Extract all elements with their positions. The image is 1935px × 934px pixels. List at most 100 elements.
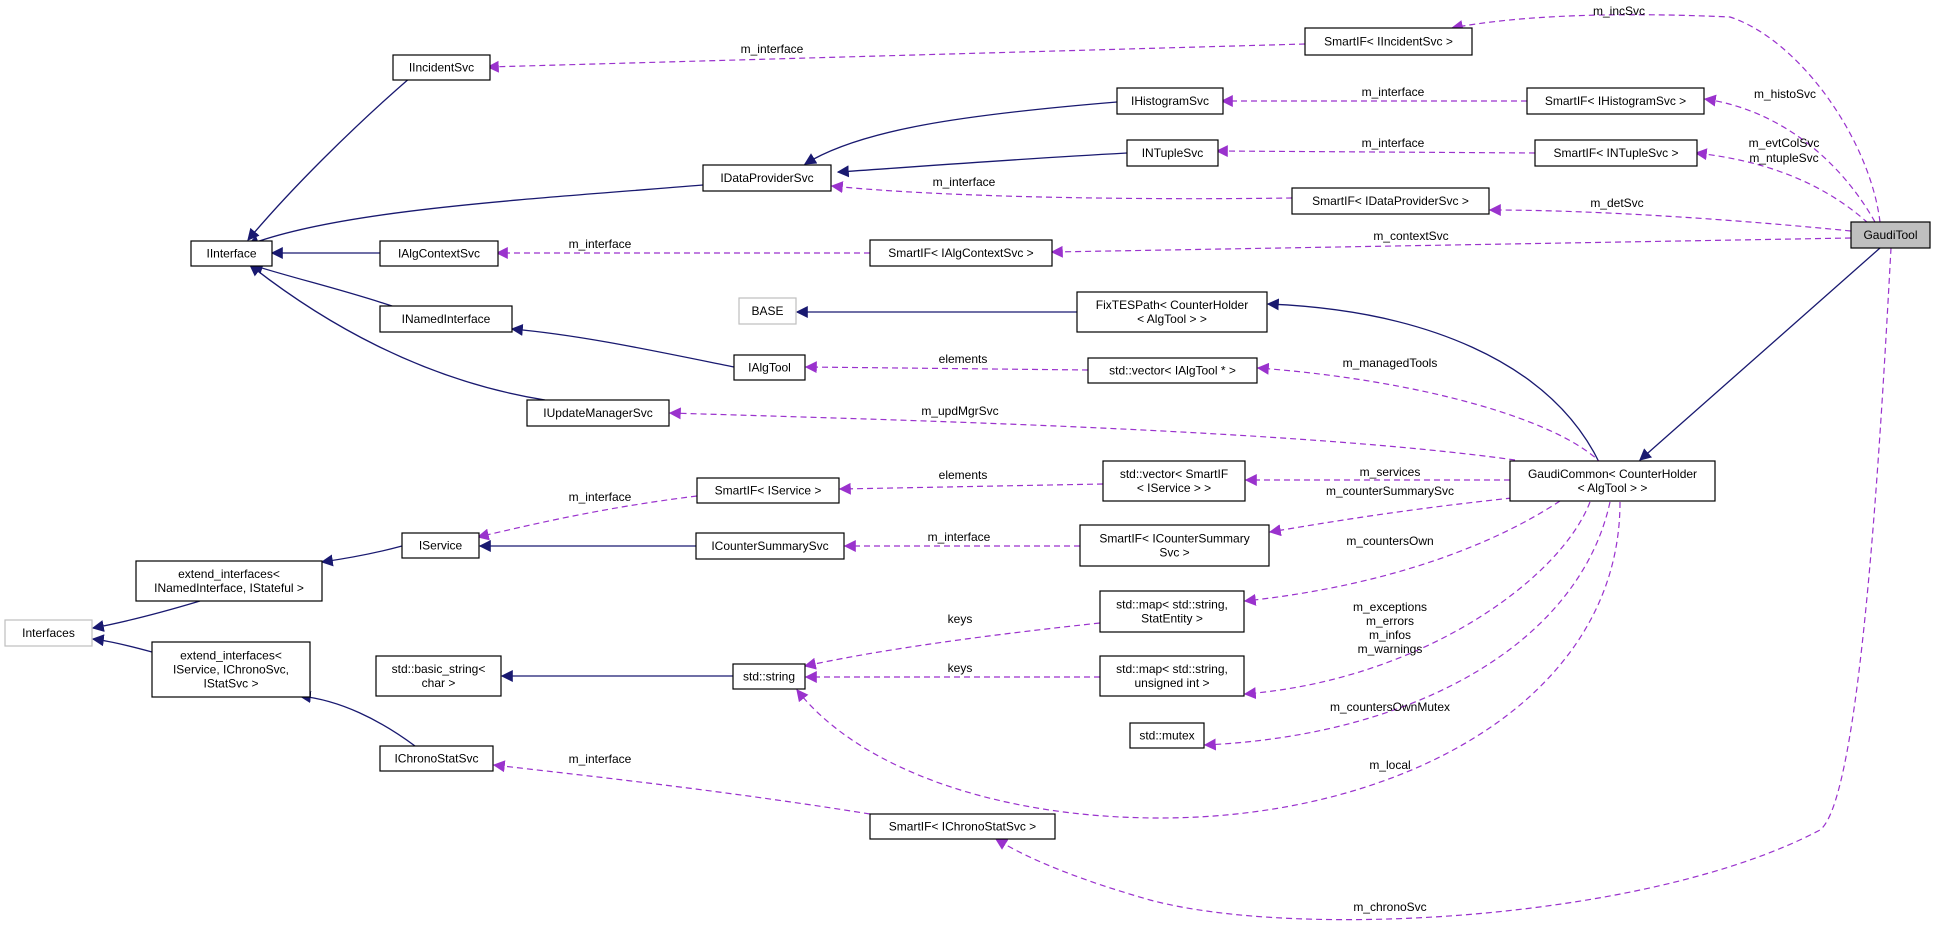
edge-iservice-to-extend-named (320, 545, 403, 567)
node-label-line: IUpdateManagerSvc (543, 406, 652, 420)
edge-gaudicommon-m-countersown (1243, 500, 1561, 606)
node-label-line: < AlgTool > > (1137, 312, 1207, 326)
edge-extend-named-to-interfaces (91, 600, 201, 632)
node-vector-smartif-iservice[interactable]: std::vector< SmartIF< IService > > (1102, 460, 1246, 502)
node-label-line: SmartIF< IChronoStatSvc > (889, 820, 1036, 834)
edge-gaudicommon-m-local (796, 501, 1621, 819)
node-label-line: IChronoStatSvc (394, 752, 478, 766)
node-label-line: IService (419, 539, 463, 553)
edge-iincidentsvc-to-iinterface (247, 76, 412, 241)
edge-gauditool-to-gaudicommon (1639, 247, 1881, 461)
edge-gauditool-m-detsvc (1488, 204, 1852, 232)
node-smartif-ialgcontextsvc[interactable]: SmartIF< IAlgContextSvc > (869, 239, 1053, 267)
node-smartif-ihistogramsvc[interactable]: SmartIF< IHistogramSvc > (1526, 87, 1705, 115)
node-label-line: IInterface (206, 247, 256, 261)
node-iinterface[interactable]: IInterface (190, 240, 273, 267)
node-smartif-intuplesvc[interactable]: SmartIF< INTupleSvc > (1534, 139, 1698, 167)
edge-gauditool-m-ntuplesvc (1694, 148, 1869, 224)
node-label-line: std::mutex (1139, 729, 1194, 743)
node-label-line: IDataProviderSvc (720, 171, 813, 185)
edge-label-m-interface-algcontext: m_interface (569, 237, 632, 251)
node-iincidentsvc[interactable]: IIncidentSvc (392, 54, 491, 81)
edge-label-m-updmgrsvc: m_updMgrSvc (921, 404, 998, 418)
node-label-line: std::string (743, 670, 795, 684)
node-gaudicommon[interactable]: GaudiCommon< CounterHolder< AlgTool > > (1509, 460, 1716, 502)
node-label-line: Svc > (1159, 546, 1189, 560)
node-label-line: IService, IChronoSvc, (173, 663, 289, 677)
edge-label-m-chronosvc: m_chronoSvc (1353, 900, 1426, 914)
nodes-layer: GaudiTool SmartIF< IIncidentSvc > IIncid… (4, 27, 1931, 840)
node-label-line: StatEntity > (1141, 612, 1203, 626)
node-label-line: unsigned int > (1134, 676, 1209, 690)
edge-gauditool-m-chronosvc (994, 247, 1892, 921)
edge-labels-layer: m_incSvc m_interface m_interface m_histo… (569, 4, 1820, 914)
node-fixtespath[interactable]: FixTESPath< CounterHolder< AlgTool > > (1076, 291, 1268, 333)
node-ialgtool[interactable]: IAlgTool (733, 354, 806, 381)
node-inamedinterface[interactable]: INamedInterface (379, 305, 513, 333)
node-icountersummarysvc[interactable]: ICounterSummarySvc (695, 532, 845, 560)
edge-label-m-interface-incident: m_interface (741, 42, 804, 56)
node-vector-ialgtool[interactable]: std::vector< IAlgTool * > (1087, 357, 1258, 384)
node-iupdatemanagersvc[interactable]: IUpdateManagerSvc (526, 399, 670, 427)
edge-vector-smartif-elements (838, 482, 1104, 495)
node-label-line: std::map< std::string, (1116, 598, 1228, 612)
node-label-line: std::vector< SmartIF (1120, 467, 1228, 481)
node-label-line: IStatSvc > (203, 677, 258, 691)
node-smartif-iservice[interactable]: SmartIF< IService > (696, 477, 840, 504)
node-ichronostatsvc[interactable]: IChronoStatSvc (379, 745, 494, 772)
node-label-line: SmartIF< ICounterSummary (1099, 532, 1249, 546)
node-label-line: SmartIF< IDataProviderSvc > (1312, 194, 1469, 208)
edge-label-keys-uint: keys (948, 661, 973, 675)
edge-label-m-ntuplesvc: m_ntupleSvc (1749, 151, 1818, 165)
edge-label-m-countersown: m_countersOwn (1346, 534, 1433, 548)
node-idataprovidersvc[interactable]: IDataProviderSvc (702, 164, 832, 192)
edge-label-m-exceptions: m_exceptions (1353, 600, 1427, 614)
edge-label-m-contextsvc: m_contextSvc (1373, 229, 1448, 243)
node-label-line: SmartIF< IService > (715, 484, 822, 498)
node-label-line: IIncidentSvc (409, 61, 474, 75)
node-extend-interfaces-service-chrono[interactable]: extend_interfaces<IService, IChronoSvc,I… (151, 641, 311, 698)
node-basic-string[interactable]: std::basic_string<char > (375, 655, 502, 697)
node-smartif-iincidentsvc[interactable]: SmartIF< IIncidentSvc > (1304, 27, 1473, 56)
node-extend-interfaces-named-stateful[interactable]: extend_interfaces<INamedInterface, IStat… (135, 560, 323, 602)
node-base[interactable]: BASE (738, 297, 797, 325)
node-smartif-idataprovidersvc[interactable]: SmartIF< IDataProviderSvc > (1291, 187, 1490, 215)
edge-extend-chrono-to-interfaces (91, 634, 153, 653)
edge-label-m-countersummarysvc: m_counterSummarySvc (1326, 484, 1454, 498)
node-label-line: std::map< std::string, (1116, 662, 1228, 676)
node-label-line: INamedInterface, IStateful > (154, 581, 304, 595)
node-smartif-ichronostatsvc[interactable]: SmartIF< IChronoStatSvc > (869, 813, 1056, 840)
node-std-string[interactable]: std::string (732, 663, 806, 690)
edge-smartif-iservice-m-interface (476, 495, 698, 541)
edge-label-m-interface-ntuple: m_interface (1362, 136, 1425, 150)
edge-ihistogramsvc-to-idataprovidersvc (803, 101, 1118, 165)
node-label-line: INamedInterface (402, 312, 491, 326)
node-intuplesvc[interactable]: INTupleSvc (1126, 139, 1219, 167)
node-map-string-uint[interactable]: std::map< std::string,unsigned int > (1099, 655, 1245, 697)
edge-gauditool-m-contextsvc (1050, 237, 1852, 258)
node-label-line: extend_interfaces< (178, 567, 280, 581)
edge-label-m-infos: m_infos (1369, 628, 1411, 642)
node-gauditool[interactable]: GaudiTool (1850, 221, 1931, 249)
edges-layer (91, 14, 1892, 921)
edge-label-m-interface-dataprovider: m_interface (933, 175, 996, 189)
node-ihistogramsvc[interactable]: IHistogramSvc (1116, 87, 1224, 115)
node-smartif-icountersummarysvc[interactable]: SmartIF< ICounterSummarySvc > (1079, 524, 1270, 567)
node-ialgcontextsvc[interactable]: IAlgContextSvc (379, 240, 499, 267)
node-label-line: INTupleSvc (1142, 146, 1204, 160)
node-label-line: < IService > > (1137, 481, 1211, 495)
edge-label-m-histosvc: m_histoSvc (1754, 87, 1816, 101)
node-label-line: FixTESPath< CounterHolder (1096, 298, 1248, 312)
node-std-mutex[interactable]: std::mutex (1129, 722, 1205, 749)
edge-inamedinterface-to-iinterface (250, 262, 399, 309)
node-interfaces[interactable]: Interfaces (4, 619, 93, 647)
edge-label-elements-algtool: elements (939, 352, 988, 366)
node-map-string-statentity[interactable]: std::map< std::string,StatEntity > (1099, 590, 1245, 633)
edge-gaudicommon-m-exceptions (1243, 501, 1591, 700)
node-iservice[interactable]: IService (401, 532, 480, 559)
edge-intuplesvc-to-idataprovidersvc (836, 152, 1128, 178)
edge-label-m-countersownmutex: m_countersOwnMutex (1330, 700, 1450, 714)
node-label-line: BASE (751, 304, 783, 318)
